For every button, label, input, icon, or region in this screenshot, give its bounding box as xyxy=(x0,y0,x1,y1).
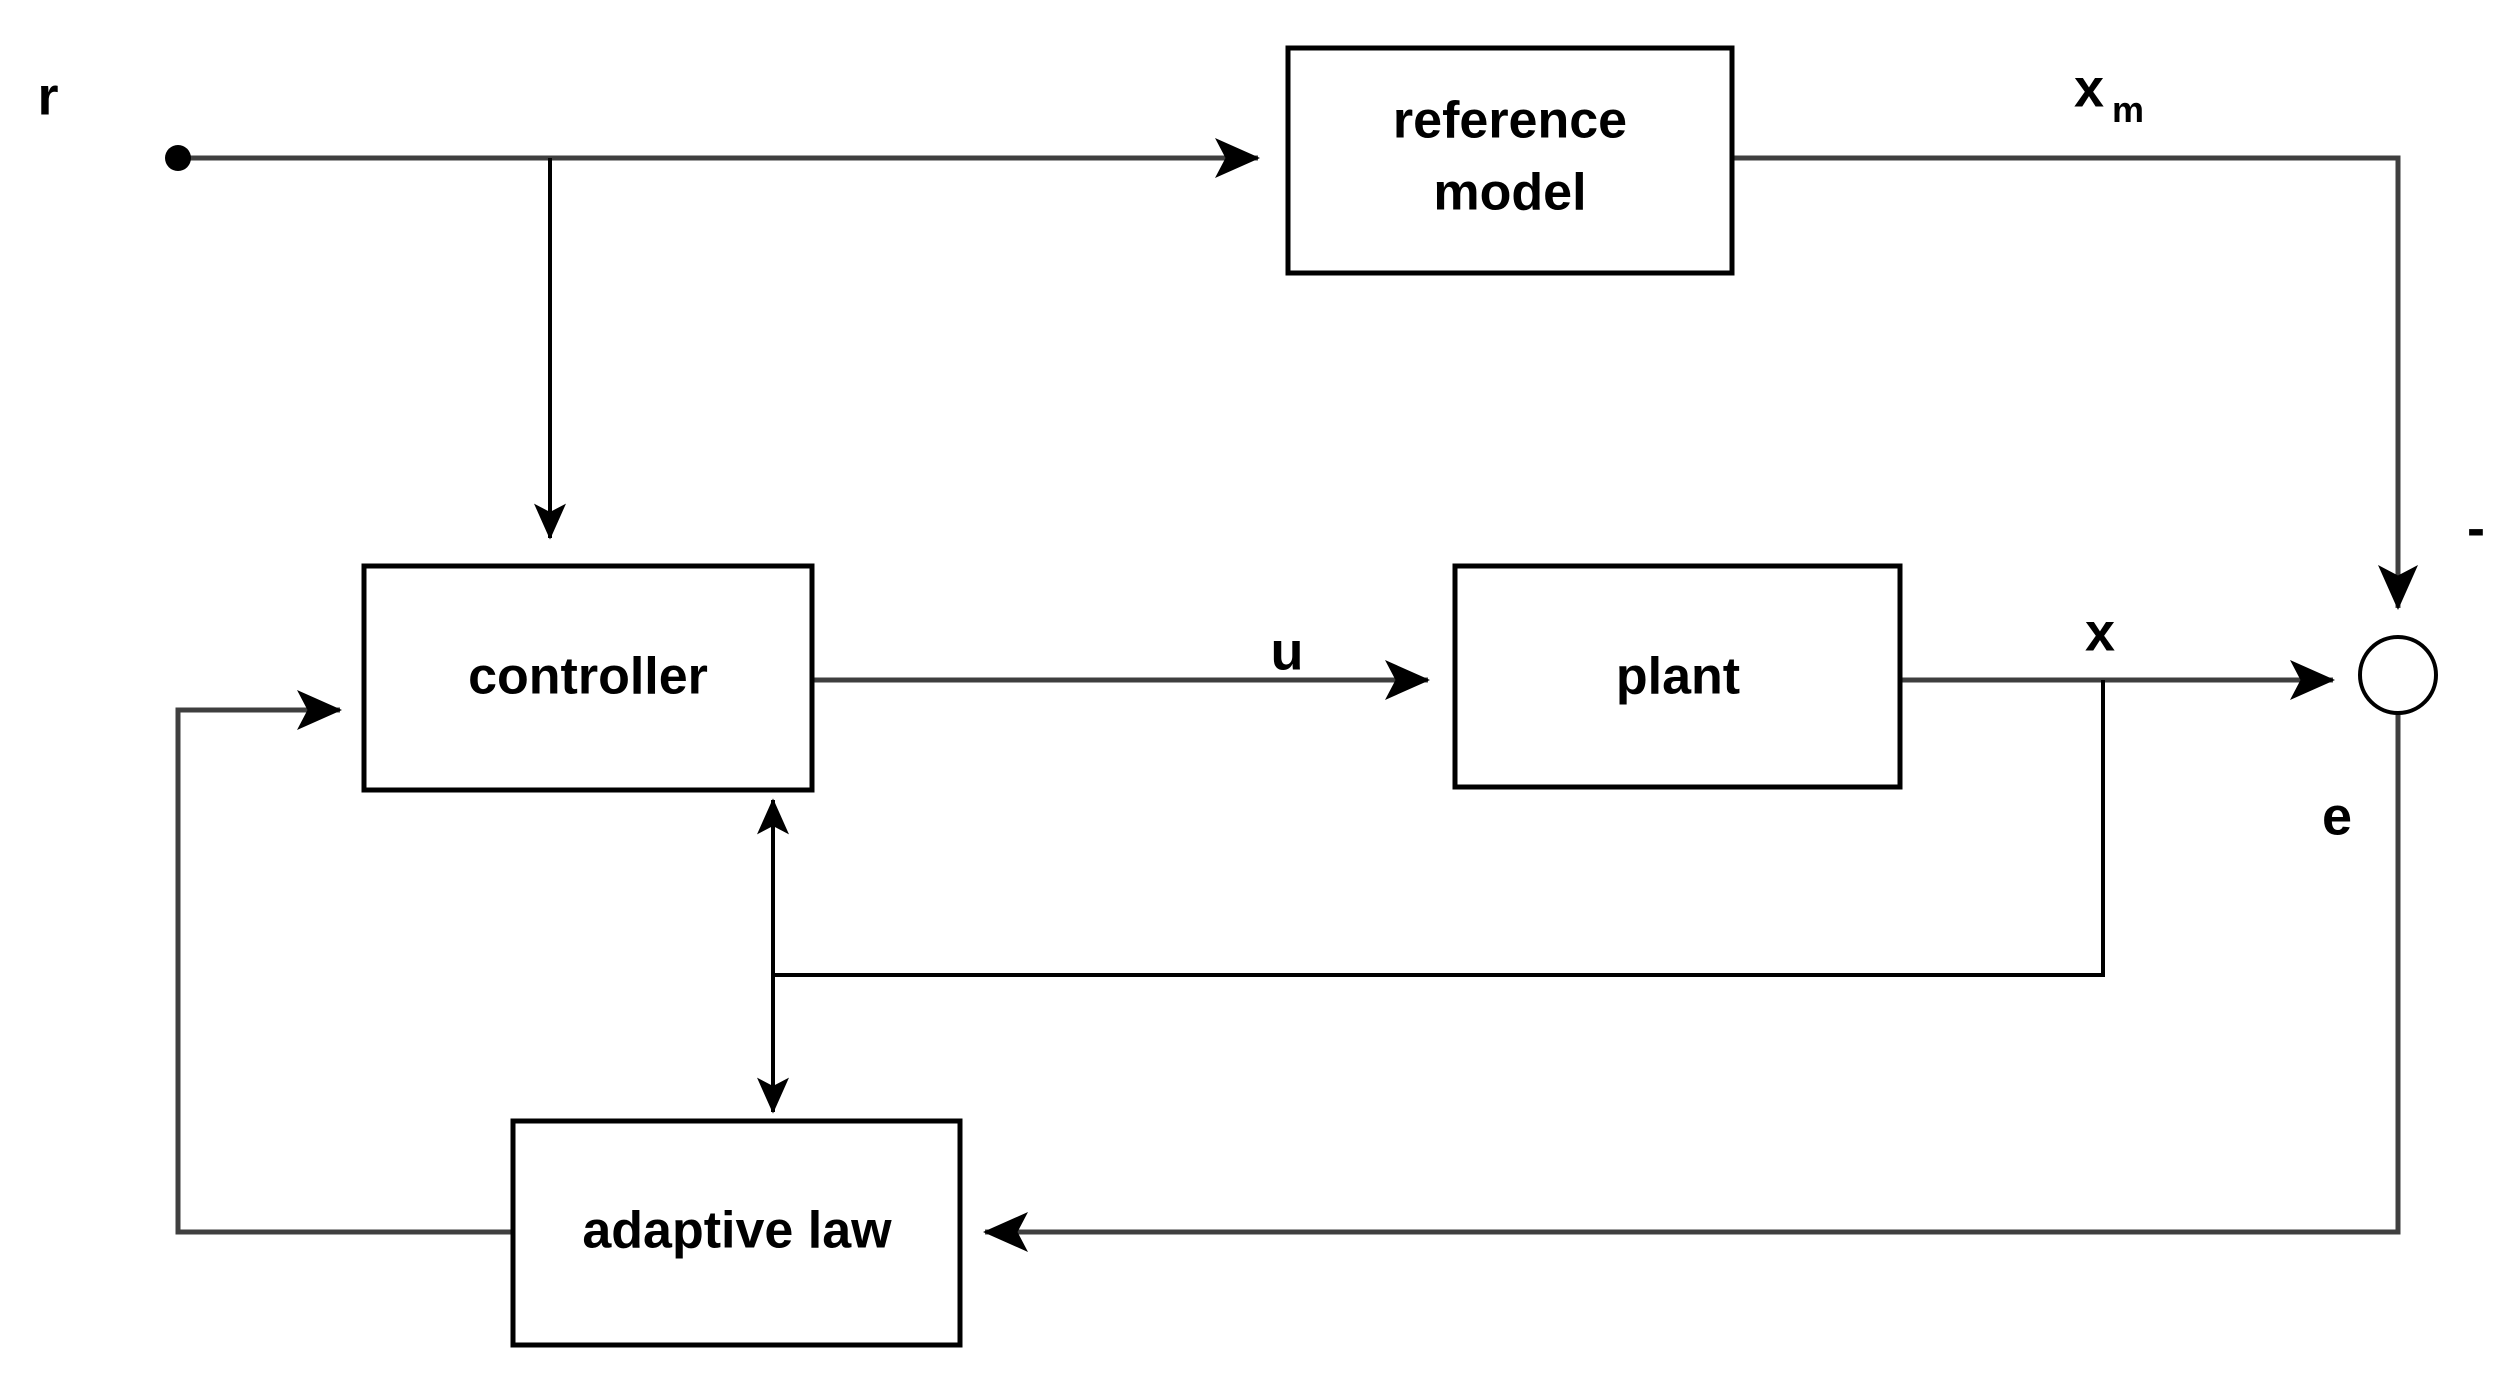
wire-segment xyxy=(983,713,2401,1252)
block-plant[interactable]: plant xyxy=(1452,563,1903,790)
wire-r-to-reference-model xyxy=(165,138,1260,178)
adaptive-law-label: adaptive law xyxy=(582,1202,892,1260)
wire-segment xyxy=(175,690,513,1235)
signal-label-r: r xyxy=(37,66,58,126)
wire-segment xyxy=(773,680,2105,977)
wire-x-feedback-to-adaptive-link xyxy=(773,680,2105,977)
block-controller[interactable]: controller xyxy=(361,563,815,793)
reference-model-label-line1: reference xyxy=(1393,92,1627,150)
wire-error-to-adaptive-law xyxy=(983,713,2401,1252)
signal-label-x: x xyxy=(2085,602,2115,662)
wire-adaptive-law-to-controller xyxy=(175,690,513,1235)
adaptive-law-box[interactable] xyxy=(510,1118,963,1348)
plant-label: plant xyxy=(1616,648,1740,706)
signal-label-xm-base: x xyxy=(2074,58,2104,118)
block-adaptive-law[interactable]: adaptive law xyxy=(510,1118,963,1348)
signal-label-xm: x m xyxy=(2074,58,2144,130)
summing-junction[interactable] xyxy=(2358,635,2438,715)
input-source-dot xyxy=(165,145,191,171)
reference-model-label-line2: model xyxy=(1433,164,1586,222)
reference-model-box[interactable] xyxy=(1285,45,1735,276)
block-reference-model[interactable]: reference model xyxy=(1285,45,1735,276)
summing-junction-circle[interactable] xyxy=(2358,635,2438,715)
signal-label-xm-subscript: m xyxy=(2112,89,2144,130)
controller-box[interactable] xyxy=(361,563,815,793)
controller-label: controller xyxy=(468,648,708,706)
signal-label-e: e xyxy=(2322,786,2352,846)
signal-label-u: u xyxy=(1271,621,1304,681)
signal-label-minus-sign: - xyxy=(2467,498,2485,558)
wire-segment xyxy=(1732,155,2418,610)
wire-reference-model-to-junction xyxy=(1732,155,2418,610)
plant-box[interactable] xyxy=(1452,563,1903,790)
